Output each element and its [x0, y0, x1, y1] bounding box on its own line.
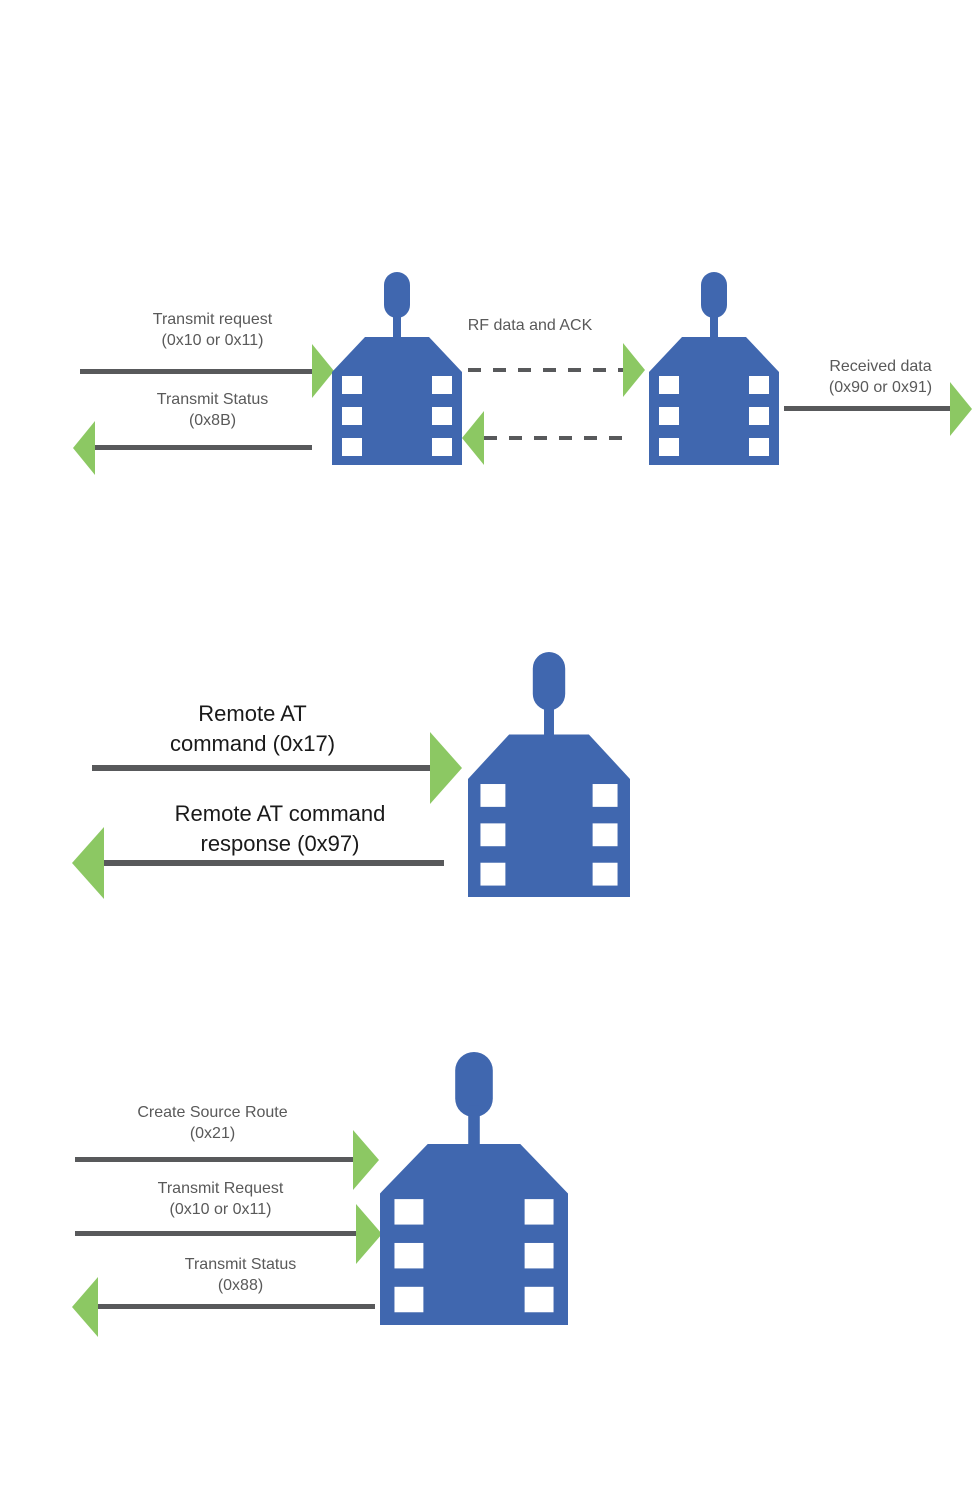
- transmit-status-arrow-line: [95, 445, 312, 450]
- arrowhead-right-icon: [356, 1204, 382, 1264]
- label-line: (0x90 or 0x91): [828, 379, 933, 396]
- arrowhead-left-icon: [72, 1277, 98, 1337]
- arrowhead-right-icon: [623, 343, 645, 397]
- transmit-status-label: Transmit Status (0x88): [98, 1254, 383, 1296]
- transmit-request-label: Transmit Request (0x10 or 0x11): [78, 1178, 363, 1220]
- label-line: (0x8B): [188, 412, 237, 429]
- label-line: RF data and ACK: [467, 317, 593, 334]
- create-source-route-label: Create Source Route (0x21): [70, 1102, 355, 1144]
- rf-data-ack-label: RF data and ACK: [425, 315, 635, 336]
- received-data-arrow-line: [784, 406, 950, 411]
- remote-at-response-label: Remote AT command response (0x97): [150, 799, 410, 859]
- xbee-device-icon: [332, 272, 462, 465]
- label-line: (0x21): [189, 1125, 236, 1142]
- label-line: Remote AT: [198, 701, 307, 726]
- label-line: command (0x17): [169, 731, 336, 756]
- arrowhead-right-icon: [312, 344, 334, 398]
- arrowhead-left-icon: [73, 421, 95, 475]
- label-line: Transmit request: [152, 311, 273, 328]
- received-data-label: Received data (0x90 or 0x91): [778, 356, 973, 398]
- xbee-device-icon: [649, 272, 779, 465]
- transmit-status-label: Transmit Status (0x8B): [70, 389, 355, 431]
- rf-data-dashed-line: [468, 368, 623, 372]
- arrowhead-right-icon: [353, 1130, 379, 1190]
- create-source-route-arrow-line: [75, 1157, 353, 1162]
- transmit-status-arrow-line: [98, 1304, 375, 1309]
- label-line: Remote AT command: [174, 801, 386, 826]
- transmit-request-label: Transmit request (0x10 or 0x11): [70, 309, 355, 351]
- arrowhead-right-icon: [950, 382, 972, 436]
- xbee-device-icon: [468, 652, 630, 897]
- label-line: (0x10 or 0x11): [161, 332, 264, 349]
- arrowhead-left-icon: [72, 827, 104, 899]
- label-line: Transmit Status: [184, 1256, 297, 1273]
- transmit-request-arrow-line: [80, 369, 312, 374]
- transmit-request-arrow-line: [75, 1231, 356, 1236]
- arrowhead-right-icon: [430, 732, 462, 804]
- label-line: Create Source Route: [137, 1104, 288, 1121]
- label-line: (0x10 or 0x11): [169, 1201, 272, 1218]
- label-line: response (0x97): [200, 831, 360, 856]
- remote-at-command-arrow-line: [92, 765, 432, 771]
- label-line: Received data: [829, 358, 932, 375]
- remote-at-response-arrow-line: [104, 860, 444, 866]
- label-line: Transmit Status: [156, 391, 269, 408]
- remote-at-command-label: Remote AT command (0x17): [125, 699, 380, 759]
- ack-dashed-line: [484, 436, 630, 440]
- label-line: (0x88): [217, 1277, 264, 1294]
- label-line: Transmit Request: [157, 1180, 284, 1197]
- arrowhead-left-icon: [462, 411, 484, 465]
- xbee-device-icon: [380, 1052, 568, 1325]
